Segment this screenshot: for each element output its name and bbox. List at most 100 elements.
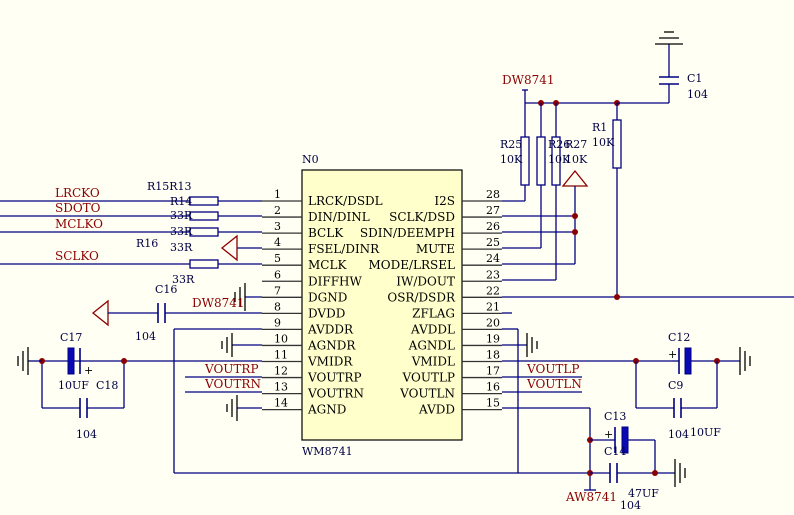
- pin-label: AGNDL: [408, 338, 455, 352]
- label-c13: C13: [604, 410, 626, 423]
- pin-number: 13: [274, 381, 288, 394]
- pin-number: 16: [486, 381, 500, 394]
- resistor-r16[interactable]: [189, 259, 219, 269]
- label-c18: C18: [96, 379, 118, 392]
- pin-number: 7: [274, 284, 281, 297]
- chip-part-number: WM8741: [302, 445, 353, 458]
- label-c17: C17: [60, 331, 82, 344]
- pin-label: MODE/LRSEL: [368, 258, 455, 272]
- right-wiring: + +: [502, 31, 794, 491]
- pin-label: DGND: [308, 290, 347, 304]
- label-c12-value: 10UF: [690, 426, 721, 439]
- net-label-voutrp: VOUTRP: [204, 362, 259, 376]
- pin-number: 4: [274, 236, 281, 249]
- label-r27: R27: [565, 138, 587, 151]
- chip-designator: N0: [302, 153, 319, 166]
- pin-number: 1: [274, 188, 281, 201]
- pin-label: DVDD: [308, 306, 345, 320]
- pin-number: 12: [274, 365, 288, 378]
- label-r16: R16: [136, 237, 158, 250]
- net-label-sclko: SCLKO: [55, 249, 99, 263]
- pin-label: I2S: [434, 194, 455, 208]
- svg-text:+: +: [604, 428, 613, 441]
- resistor-r13[interactable]: [189, 227, 219, 237]
- label-c14: C14: [604, 445, 626, 458]
- power-port-dw8741-right: [561, 169, 589, 187]
- right-pin-group: 28I2S27SCLK/DSD26SDIN/DEEMPH25MUTE24MODE…: [360, 188, 502, 417]
- label-r26: R26: [548, 138, 570, 151]
- pin-number: 22: [486, 284, 500, 297]
- svg-text:+: +: [84, 364, 93, 377]
- pin-label: SDIN/DEEMPH: [360, 226, 455, 240]
- pin-number: 21: [486, 300, 500, 313]
- pin-label: VOUTRP: [307, 371, 362, 385]
- label-c9: C9: [668, 379, 683, 392]
- resistor-r14[interactable]: [189, 211, 219, 221]
- pin-label: LRCK/DSDL: [308, 194, 383, 208]
- power-port-dw8741-left: [220, 234, 238, 262]
- pin-number: 14: [274, 397, 288, 410]
- chip-body[interactable]: [301, 169, 463, 441]
- pin-label: VOUTLP: [402, 371, 455, 385]
- label-r26-value: 10K: [548, 153, 571, 166]
- pin-label: OSR/DSDR: [387, 290, 456, 304]
- pin-number: 23: [486, 268, 500, 281]
- pin-label: AVDDR: [307, 322, 354, 336]
- pin-label: DIN/DINL: [308, 210, 370, 224]
- capacitor-c17-plate: [67, 347, 75, 375]
- pin-label: VOUTRN: [307, 387, 364, 401]
- net-label-aw8741: AW8741: [565, 490, 617, 504]
- pin-label: AGNDR: [307, 338, 356, 352]
- label-r25: R25: [500, 138, 522, 151]
- pin-number: 27: [486, 204, 500, 217]
- label-r1-value: 10K: [592, 136, 615, 149]
- pin-number: 3: [274, 220, 281, 233]
- pin-label: MUTE: [416, 242, 455, 256]
- net-label-lrcko: LRCKO: [55, 186, 100, 200]
- pin-number: 6: [274, 268, 281, 281]
- pin-label: AVDDL: [410, 322, 455, 336]
- label-r25-value: 10K: [500, 153, 523, 166]
- net-label-voutln: VOUTLN: [526, 377, 582, 391]
- label-c12: C12: [668, 331, 690, 344]
- pin-number: 2: [274, 204, 281, 217]
- pin-label: BCLK: [308, 226, 344, 240]
- pin-number: 26: [486, 220, 500, 233]
- resistor-r15[interactable]: [189, 196, 219, 206]
- pin-label: AVDD: [418, 403, 455, 417]
- label-r13-value: 33R: [170, 225, 193, 238]
- pin-label: MCLK: [308, 258, 347, 272]
- pin-label: IW/DOUT: [396, 274, 455, 288]
- label-r16-value-b: 33R: [172, 273, 195, 286]
- label-r15r13: R15R13: [147, 180, 192, 193]
- net-label-mclko: MCLKO: [55, 217, 103, 231]
- pin-label: VOUTLN: [399, 387, 455, 401]
- label-c17-value: 10UF: [58, 379, 89, 392]
- svg-text:+: +: [668, 348, 677, 361]
- pin-label: SCLK/DSD: [389, 210, 455, 224]
- label-r14-value: 33R: [170, 209, 193, 222]
- label-c1: C1: [687, 72, 702, 85]
- net-label-dw8741-top: DW8741: [502, 73, 555, 87]
- label-c13-value: 47UF: [628, 487, 659, 500]
- power-port-dw8741-dvdd: [91, 299, 109, 327]
- pin-label: VMIDL: [411, 355, 455, 369]
- resistor-r26[interactable]: [536, 136, 546, 186]
- pin-number: 9: [274, 316, 281, 329]
- pin-number: 5: [274, 252, 281, 265]
- pin-label: AGND: [307, 403, 346, 417]
- label-c14-value: 104: [620, 499, 641, 512]
- net-label-sdoto: SDOTO: [55, 201, 101, 215]
- pin-number: 19: [486, 332, 500, 345]
- left-wiring: +: [0, 196, 590, 474]
- label-r14: R14: [170, 195, 192, 208]
- label-r1: R1: [592, 121, 607, 134]
- label-r16-value-a: 33R: [170, 241, 193, 254]
- capacitor-c12-plate: [684, 347, 692, 375]
- pin-number: 10: [274, 332, 288, 345]
- label-r27-value: 10K: [565, 153, 588, 166]
- pin-number: 8: [274, 300, 281, 313]
- pin-number: 20: [486, 316, 500, 329]
- pin-number: 25: [486, 236, 500, 249]
